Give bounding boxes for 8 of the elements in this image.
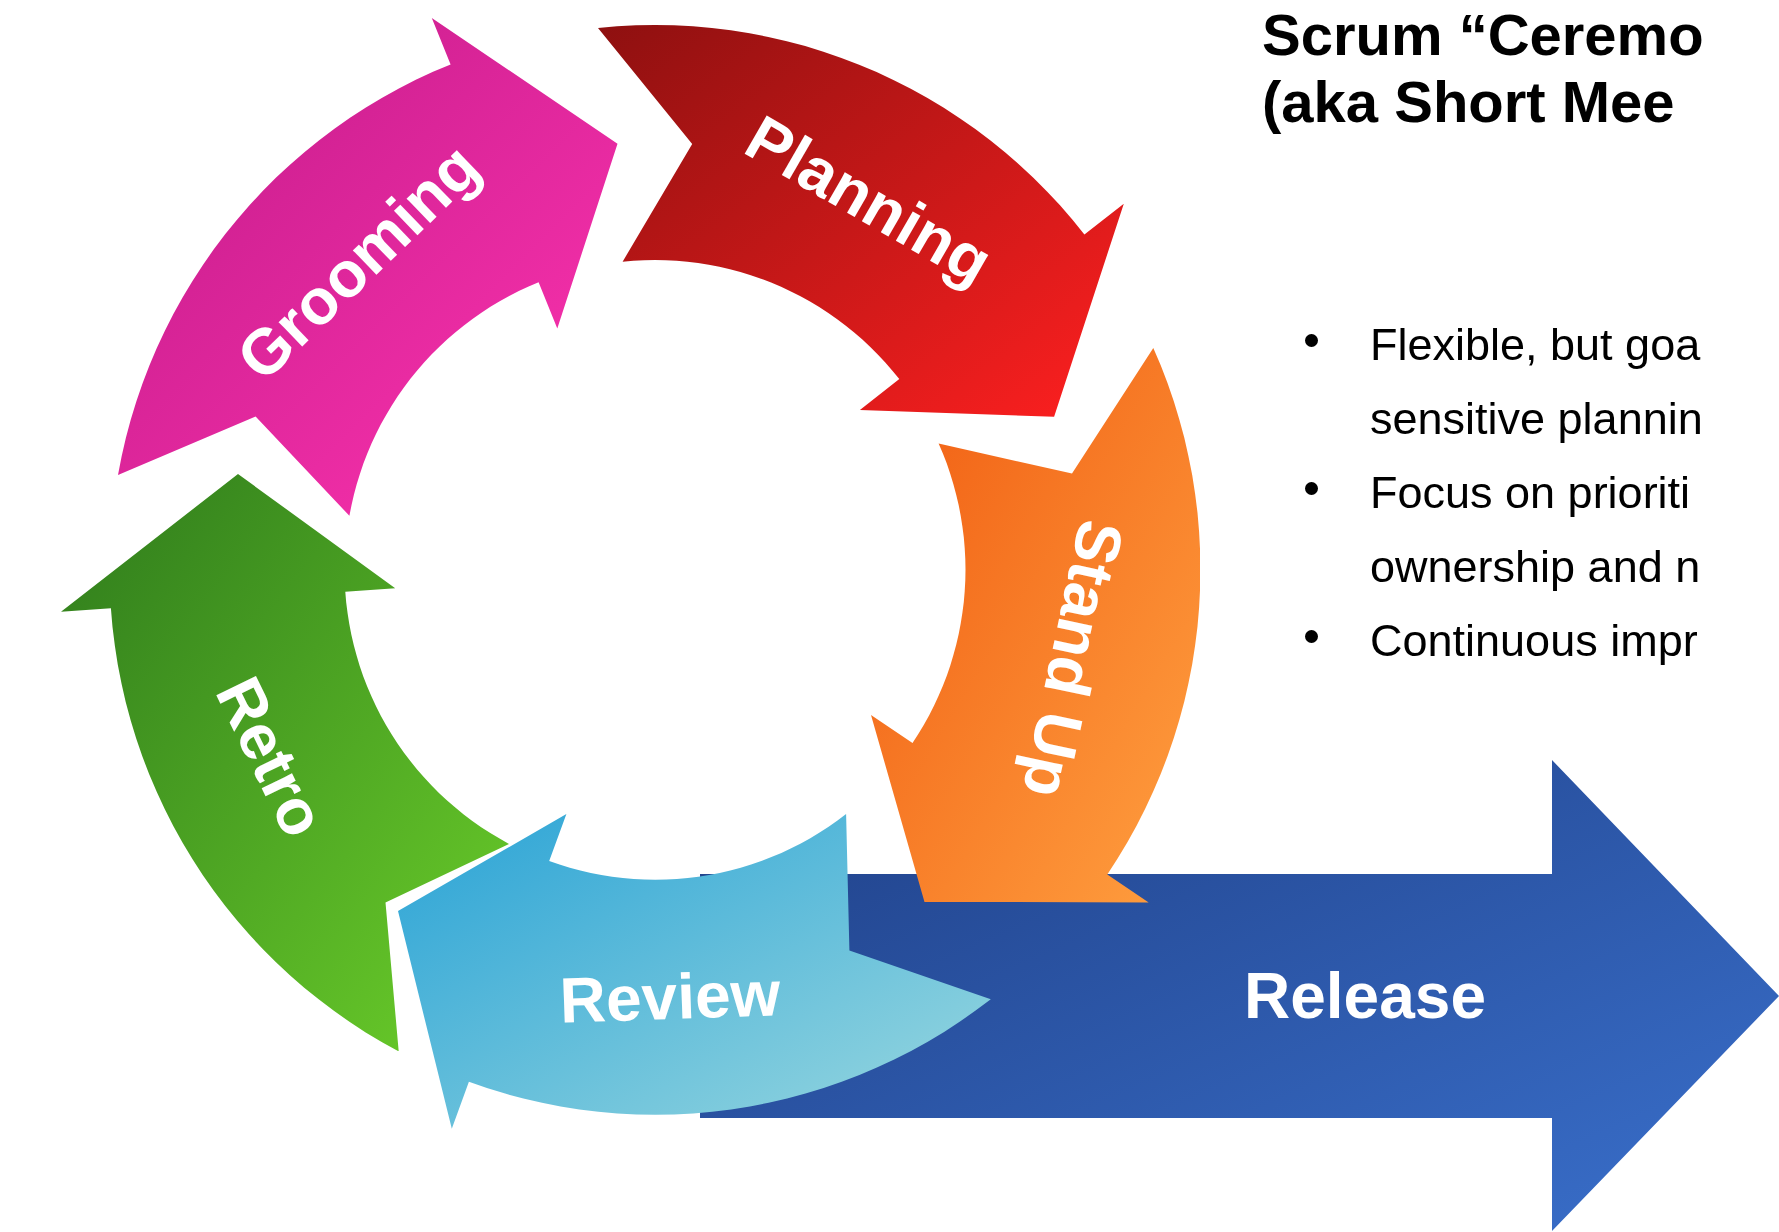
arrow-label: Retro bbox=[205, 668, 337, 847]
arrow-label: Stand Up bbox=[1012, 514, 1134, 803]
bullet-text: Flexible, but goa sensitive plannin bbox=[1370, 318, 1704, 446]
arrow-label: Release bbox=[1244, 964, 1486, 1028]
title: Scrum “Ceremo (aka Short Mee bbox=[1262, 2, 1705, 136]
bullet-text: Continuous impr bbox=[1370, 614, 1699, 668]
arrow-label: Review bbox=[558, 961, 782, 1034]
bullet-text: Focus on prioriti ownership and n bbox=[1370, 466, 1702, 594]
